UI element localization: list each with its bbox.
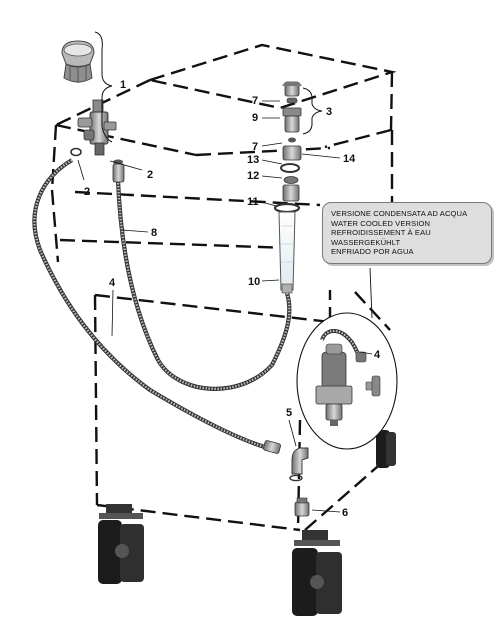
- note-line-german: WASSERGEKÜHLT: [331, 237, 401, 247]
- water-cooled-note: VERSIONE CONDENSATA AD ACQUA WATER COOLE…: [322, 202, 492, 264]
- callout-4-inset: 4: [374, 349, 381, 361]
- note-line-italian: VERSIONE CONDENSATA AD ACQUA: [331, 209, 468, 218]
- callout-12: 12: [247, 170, 259, 182]
- callout-3: 3: [326, 106, 332, 118]
- callout-7-top: 7: [252, 95, 258, 107]
- straight-nipple: [294, 497, 310, 517]
- brace-part-3: [302, 87, 323, 135]
- front-right-caster: [292, 530, 342, 616]
- callout-8: 8: [151, 227, 157, 239]
- callout-2-left: 2: [84, 186, 90, 198]
- valve-body: [77, 99, 117, 156]
- note-line-french: REFROIDISSEMENT À EAU: [331, 228, 431, 238]
- valve-knob: [61, 40, 95, 83]
- braided-hose: [112, 159, 292, 391]
- callout-14: 14: [343, 153, 356, 165]
- callout-13: 13: [247, 154, 259, 166]
- callout-5: 5: [286, 407, 292, 419]
- callout-6: 6: [342, 507, 348, 519]
- fitting-stack: [273, 81, 302, 214]
- callout-10: 10: [248, 276, 260, 288]
- water-cooled-inset: [296, 312, 398, 450]
- callout-11: 11: [247, 196, 259, 208]
- note-connector: [369, 267, 373, 319]
- elbow-fitting: [289, 447, 309, 482]
- drain-tube: [278, 211, 296, 294]
- note-line-english: WATER COOLED VERSION: [331, 218, 431, 228]
- callout-2-right: 2: [147, 169, 153, 181]
- front-left-caster: [98, 504, 144, 584]
- long-hose: [32, 147, 281, 454]
- callout-numbers: 1 2 2 3 4 4 5 6 7 7 8 9 10 11 12 13 14: [84, 79, 381, 519]
- brace-part-1: [94, 31, 113, 143]
- callout-4-left: 4: [109, 277, 116, 289]
- callout-7-lower: 7: [252, 141, 258, 153]
- rear-right-caster: [376, 430, 396, 468]
- callout-9: 9: [252, 112, 258, 124]
- leader-lines: [77, 100, 373, 513]
- callout-1: 1: [120, 79, 126, 91]
- note-line-spanish: ENFRIADO POR AGUA: [331, 247, 414, 257]
